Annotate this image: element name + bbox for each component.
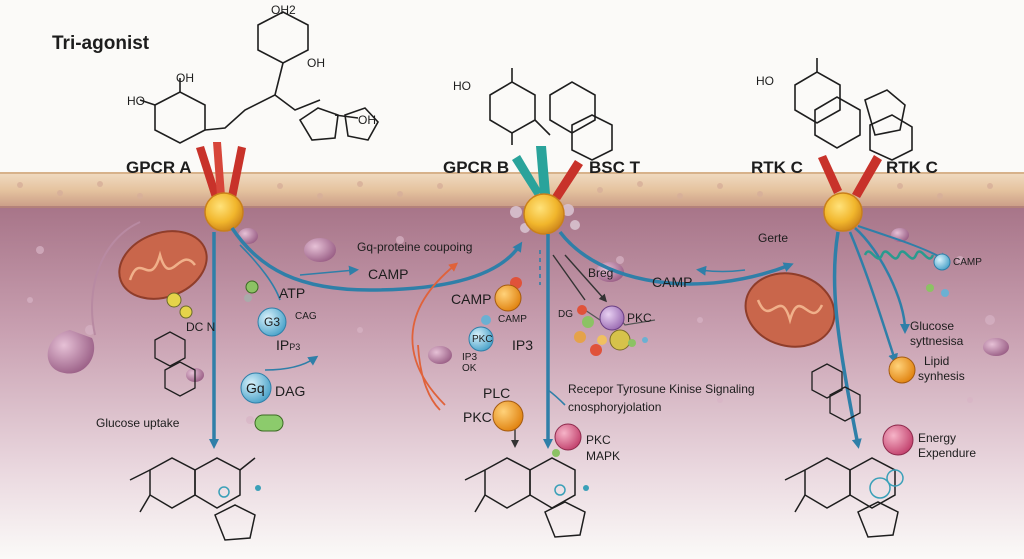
side-molecule-a: [154, 331, 196, 397]
agonist-molecule-b: [489, 68, 613, 161]
receptor-label-rtk-c-right: RTK C: [886, 158, 938, 177]
camp-arrow-label-c: CAMP: [652, 274, 693, 290]
extracellular-space: [0, 0, 1024, 175]
mol-a-ho-label: HO: [127, 94, 145, 108]
mol-a-oh3-label: OH: [358, 113, 376, 127]
energy-label-2: Expendure: [918, 446, 977, 460]
helix-coil: [863, 250, 935, 260]
ok-label: OK: [462, 363, 477, 374]
glucose-synthesis-label-2: syttnesisa: [910, 334, 964, 348]
mol-c-ho-label: HO: [756, 74, 774, 88]
ip-label: IPP3: [276, 337, 301, 353]
glucose-synthesis-label-1: Glucose: [910, 319, 955, 333]
receptor-signaling-label: Recepor Tyrosune Kinise Signaling: [568, 382, 755, 396]
dg-label: DG: [558, 309, 573, 320]
plc-label: PLC: [483, 385, 511, 401]
vesicles: [47, 221, 1009, 382]
receptor-rtk-c: [818, 155, 882, 232]
mitochondrion-right: [744, 272, 836, 348]
pathway-arrows-blue: [209, 225, 949, 449]
receptor-label-gpcr-b: GPCR B: [443, 158, 510, 177]
agonist-molecule-c: [794, 58, 913, 161]
camp-label-c: CAMP: [953, 257, 982, 268]
gerte-label: Gerte: [758, 231, 789, 245]
side-molecule-c: [811, 363, 861, 422]
product-molecule-b: [464, 457, 589, 538]
receptor-label-bsc-t: BSC T: [589, 158, 640, 177]
pkc-label-b: PKC: [463, 409, 492, 425]
lipid-label-1: Lipid: [924, 354, 950, 368]
ip-subscript: P3: [289, 342, 301, 352]
diagram-title: Tri-agonist: [52, 33, 150, 54]
breg-label: Breg: [588, 266, 614, 280]
mol-a-top-label: OH2: [271, 3, 296, 17]
pkc-cluster-label: PKC: [627, 311, 652, 325]
receptor-label-gpcr-a: GPCR A: [126, 158, 192, 177]
lipid-label-2: synhesis: [918, 369, 965, 383]
agonist-molecule-a: [139, 11, 379, 144]
molecule-cluster-b: [468, 277, 582, 457]
molecule-cluster-a: [166, 280, 287, 432]
ip3-small-label: IP3: [462, 352, 478, 363]
dag-label: DAG: [275, 383, 306, 399]
cag-label: CAG: [295, 311, 317, 322]
product-molecule-c: [784, 457, 904, 538]
receptor-label-rtk-c-left: RTK C: [751, 158, 803, 177]
mol-a-oh1-label: OH: [176, 71, 194, 85]
camp2-label-b: CAMP: [498, 314, 527, 325]
g3-label: G3: [264, 315, 281, 329]
ip3-label-b: IP3: [512, 337, 534, 353]
mapk-label: MAPK: [586, 449, 621, 463]
pkc2-label: PKC: [586, 433, 611, 447]
pathway-arrows-orange: [411, 262, 459, 411]
mol-a-oh2-label: OH: [307, 56, 325, 70]
phosphorylation-label: cnosphoryjolation: [568, 400, 662, 414]
glucose-uptake-label: Glucose uptake: [96, 416, 180, 430]
molecule-cluster-pkc: [574, 305, 656, 356]
gq-label: Gq: [246, 380, 265, 396]
mol-b-ho-label: HO: [453, 79, 471, 93]
membrane-dots: [17, 181, 993, 199]
pkc-node-label: PKC: [472, 334, 493, 345]
pathway-arrows-thin: [239, 244, 746, 406]
doc-label: DC N: [186, 320, 216, 334]
atp-label: ATP: [279, 285, 306, 301]
receptor-gpcr-b: [510, 146, 583, 235]
energy-label-1: Energy: [918, 431, 957, 445]
cytoplasm-droplets: [27, 236, 995, 424]
camp-label-b: CAMP: [451, 291, 492, 307]
gq-coupling-label: Gq-proteine coupoing: [357, 240, 473, 254]
receptor-gpcr-a: [196, 142, 246, 232]
product-molecule-a: [129, 457, 261, 541]
camp-arrow-label-b: CAMP: [368, 266, 409, 282]
molecule-cluster-c: [882, 253, 951, 456]
